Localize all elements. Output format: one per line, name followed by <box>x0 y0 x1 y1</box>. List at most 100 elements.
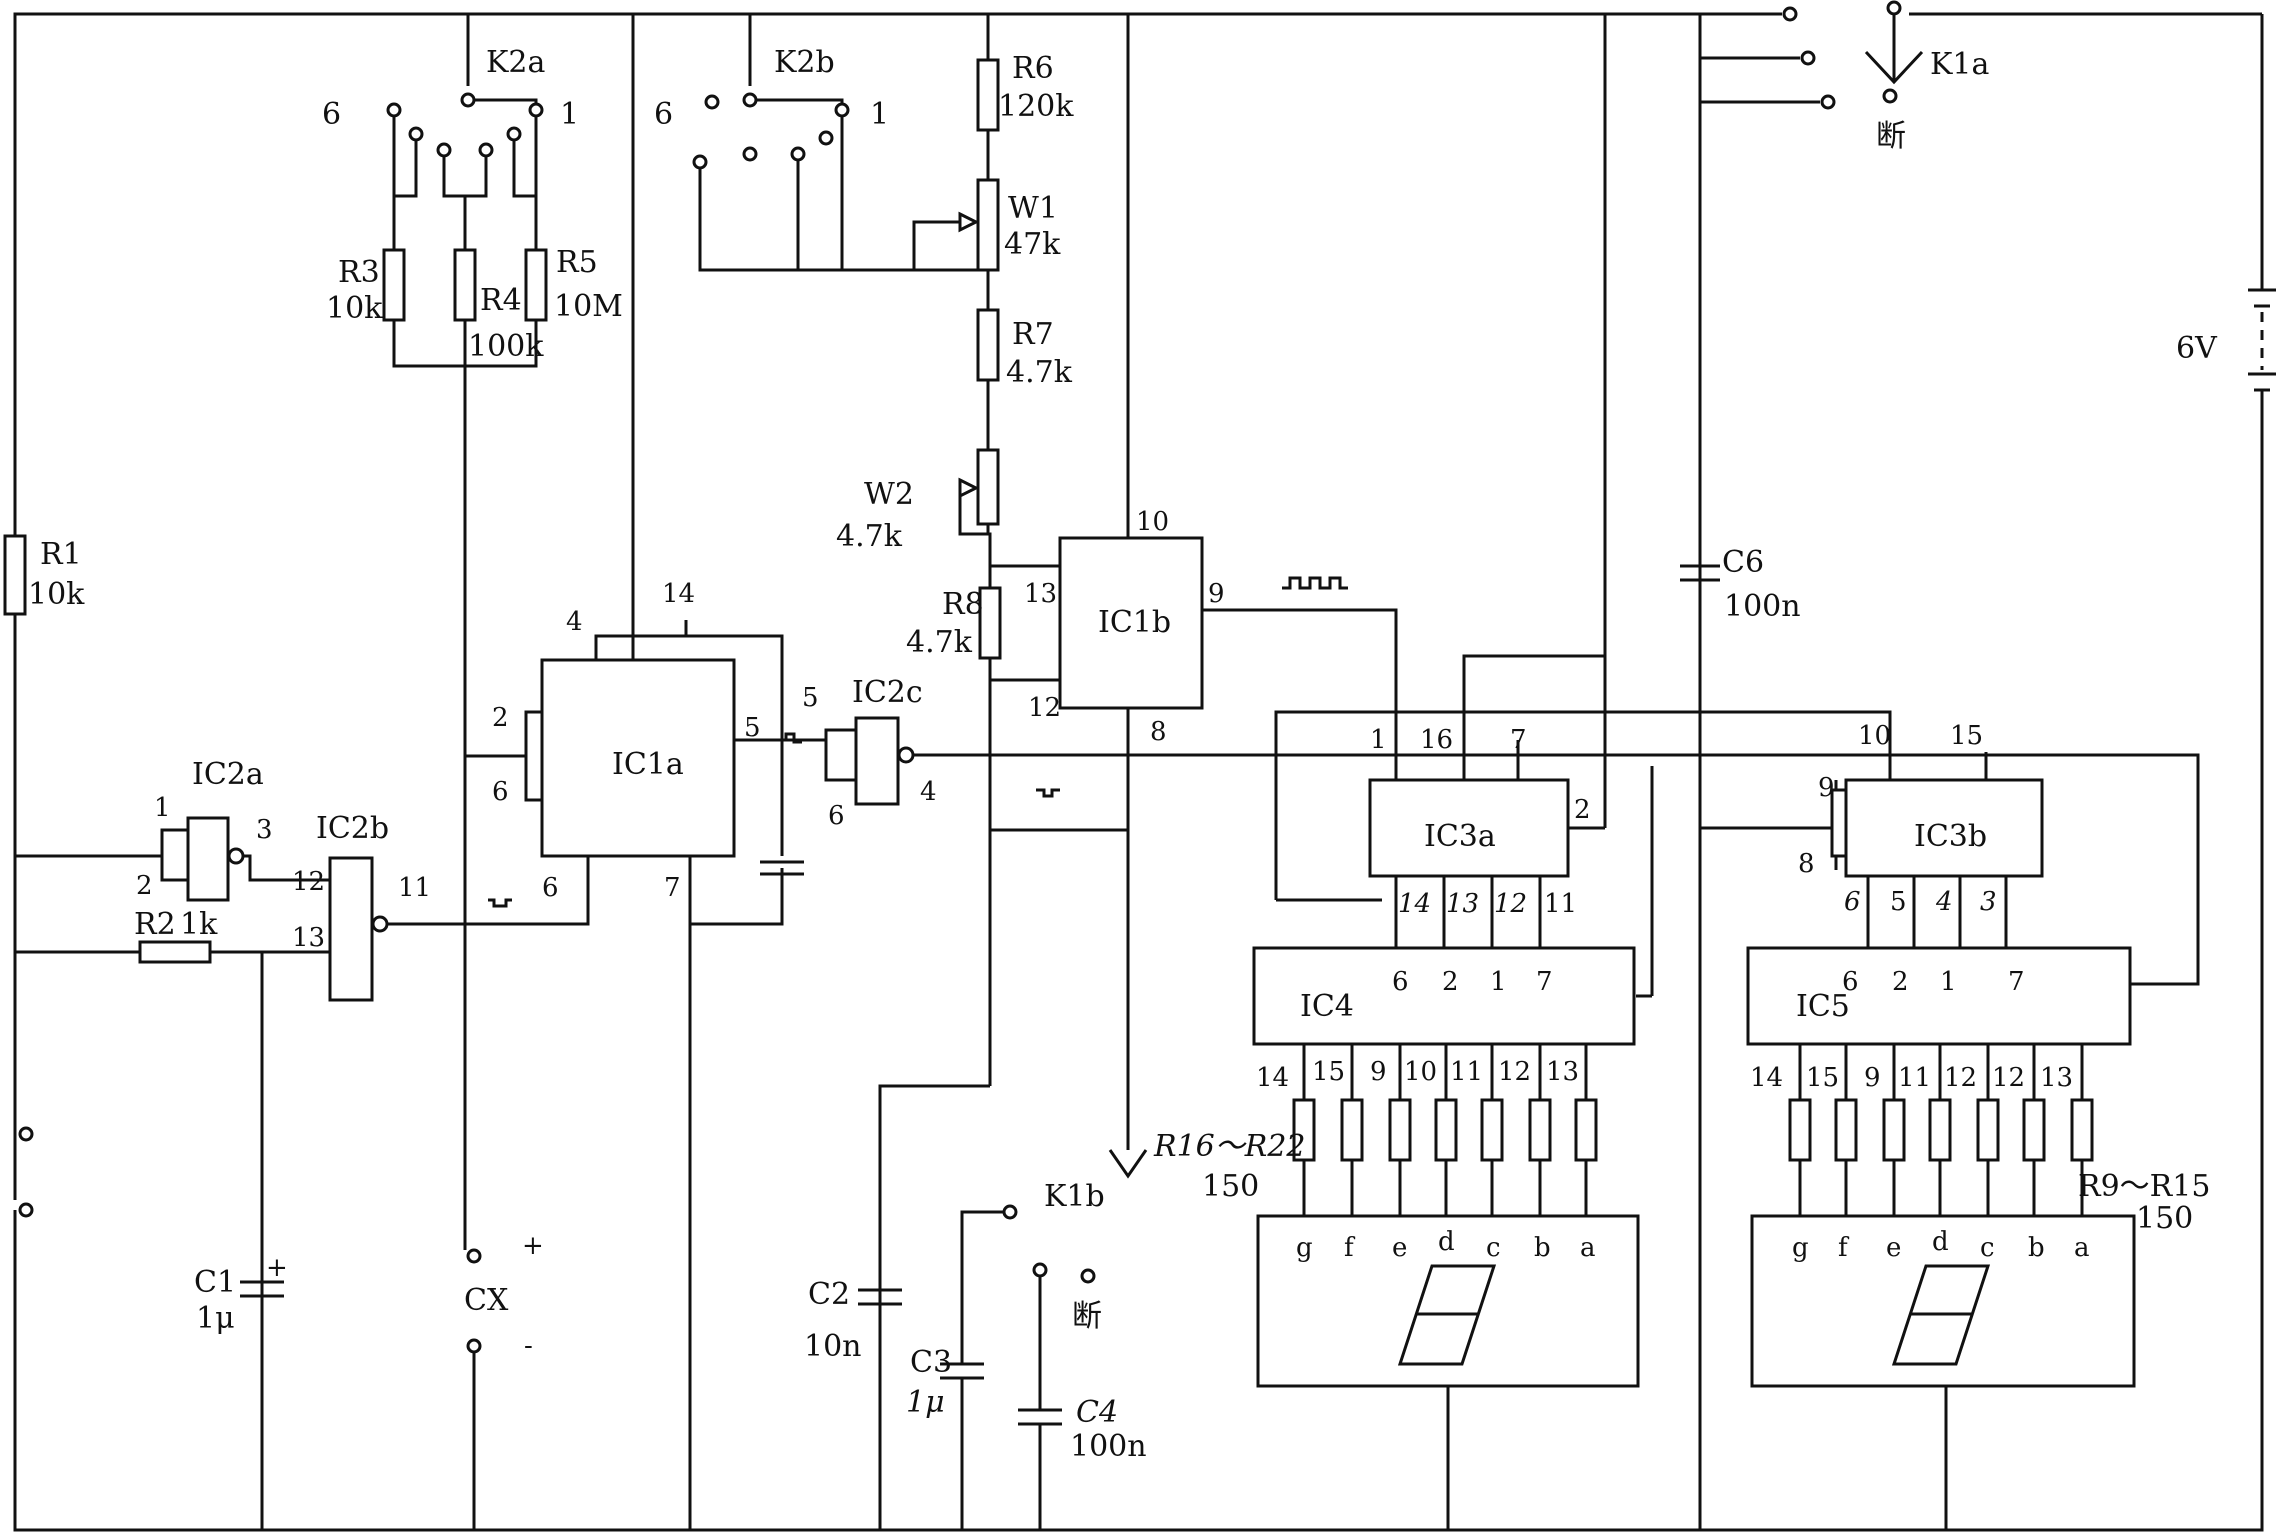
seg-right-a: a <box>2074 1233 2090 1263</box>
ic5-out11: 11 <box>1898 1063 1931 1093</box>
ic5-in7: 7 <box>2008 967 2025 997</box>
top-wires <box>466 12 1782 1530</box>
r18-resistor <box>1388 1098 1412 1162</box>
potentiometer-w2[interactable]: W2 4.7k <box>836 448 1000 554</box>
ic5-out15: 15 <box>1806 1063 1839 1093</box>
r15-resistor <box>2070 1098 2094 1162</box>
seg-right-f: f <box>1838 1233 1850 1263</box>
ic3a-bottom-wires <box>1394 876 1542 948</box>
ic3a-pin2: 2 <box>1574 795 1591 825</box>
ic2b-label: IC2b <box>316 811 389 846</box>
ic3b-pin3: 3 <box>1980 887 1997 917</box>
ic2c-pin6: 6 <box>828 801 845 831</box>
r5-ref: R5 <box>556 245 598 280</box>
seg-right-b: b <box>2028 1233 2045 1263</box>
k2b-pos1: 1 <box>870 97 889 132</box>
ic1a-pin7: 7 <box>664 873 681 903</box>
cx-plus: + <box>522 1231 544 1261</box>
ic2a-pin3: 3 <box>256 815 273 845</box>
ic2b-nand: IC2b 12 13 11 <box>292 811 431 1002</box>
r11-resistor <box>1882 1098 1906 1162</box>
ic1a-pin6-left: 6 <box>492 777 509 807</box>
frame-wires <box>13 12 2264 1532</box>
k1b-label: K1b <box>1044 1179 1105 1214</box>
battery-6v: 6V <box>2176 288 2276 392</box>
w2-value: 4.7k <box>836 519 903 554</box>
r19-resistor <box>1434 1098 1458 1162</box>
w2-ref: W2 <box>864 477 914 512</box>
resistor-r5: R5 10M <box>524 245 623 324</box>
ic4-out10: 10 <box>1404 1057 1437 1087</box>
switch-k1b[interactable]: K1b <box>960 1179 1105 1410</box>
ic4-out9: 9 <box>1370 1057 1387 1087</box>
r8-value: 4.7k <box>906 625 973 660</box>
seg-right-d: d <box>1932 1227 1949 1257</box>
resistor-r8: R8 4.7k <box>906 586 1002 660</box>
seg-left-a: a <box>1580 1233 1596 1263</box>
ic3a-pin13: 13 <box>1446 889 1479 919</box>
c6-ref: C6 <box>1722 545 1764 580</box>
k2a-wires <box>392 116 538 1250</box>
switch-k2a[interactable]: K2a 6 1 <box>322 45 579 158</box>
ic1b-pin13: 13 <box>1024 579 1057 609</box>
ic3a-pin11: 11 <box>1544 889 1577 919</box>
ic1b-pin9: 9 <box>1208 579 1225 609</box>
ic2-wires <box>15 854 330 1530</box>
c6-value: 100n <box>1724 589 1801 624</box>
capacitor-c1: C1 1μ + <box>194 1253 288 1336</box>
ic5-out12a: 12 <box>1944 1063 1977 1093</box>
r14-resistor <box>2022 1098 2046 1162</box>
capacitor-c6: C6 100n <box>1680 545 1801 624</box>
r6-ref: R6 <box>1012 51 1054 86</box>
ic1b-pin8: 8 <box>1150 717 1167 747</box>
start-switch[interactable] <box>13 1126 34 1218</box>
r8-ref: R8 <box>942 587 984 622</box>
seg-left-f: f <box>1344 1233 1356 1263</box>
capacitor-c4: C4 100n <box>1018 1395 1147 1530</box>
c2-ref: C2 <box>808 1277 850 1312</box>
r16-r22-value: 150 <box>1202 1169 1259 1204</box>
seven-segment-display-units: g f e d c b a <box>1750 1214 2136 1530</box>
ic5-in1: 1 <box>1940 967 1957 997</box>
switch-k2b[interactable]: K2b 6 1 <box>654 45 889 170</box>
c2-value: 10n <box>804 1329 862 1364</box>
ic4-label: IC4 <box>1300 989 1354 1024</box>
ic3b: IC3b 10 15 9 8 6 5 4 3 <box>1798 721 2044 917</box>
k2a-pos1: 1 <box>560 97 579 132</box>
ic1a: IC1a 4 14 2 6 5 6 7 <box>492 579 761 903</box>
r13-resistor <box>1976 1098 2000 1162</box>
w1-ref: W1 <box>1008 191 1058 226</box>
c1-plus: + <box>266 1253 288 1283</box>
ic1a-pin4: 4 <box>566 607 583 637</box>
seg-right-c: c <box>1980 1233 1995 1263</box>
k1b-off-label: 断 <box>1072 1299 1102 1334</box>
ic4-in6: 6 <box>1392 967 1409 997</box>
ic5-out14: 14 <box>1750 1063 1783 1093</box>
capacitor-cx-terminals[interactable]: CX + - <box>464 1231 544 1530</box>
potentiometer-w1[interactable]: W1 47k <box>958 178 1061 272</box>
ic4-out14: 14 <box>1256 1063 1289 1093</box>
ic1a-pin14: 14 <box>662 579 695 609</box>
seg-left-e: e <box>1392 1233 1407 1263</box>
r9-r15-ref: R9～R15 <box>2078 1169 2210 1204</box>
seg-left-g: g <box>1296 1233 1313 1263</box>
c1-ref: C1 <box>194 1265 236 1300</box>
ic5-outputs: 14 15 9 11 12 12 13 R9～R15 150 <box>1750 1044 2210 1236</box>
r7-ref: R7 <box>1012 317 1054 352</box>
ic2b-pin11: 11 <box>398 873 431 903</box>
ic2a-pin2: 2 <box>136 871 153 901</box>
ladder-wires <box>878 58 1128 1530</box>
ic3b-bottom-wires <box>1866 876 2008 948</box>
ic2b-pin13: 13 <box>292 923 325 953</box>
ic5-out13: 13 <box>2040 1063 2073 1093</box>
switch-k1a[interactable]: K1a 断 <box>1700 0 1989 154</box>
ic2c-nand: IC2c 5 6 4 <box>802 675 937 831</box>
r1-ref: R1 <box>40 537 82 572</box>
resistor-r1: R1 10k <box>3 534 85 616</box>
ic1a-pin5: 5 <box>744 713 761 743</box>
r17-resistor <box>1340 1098 1364 1162</box>
r2-value: 1k <box>180 907 218 942</box>
ic3a-label: IC3a <box>1424 819 1496 854</box>
resistor-r4: R4 100k <box>453 248 544 364</box>
c4-value: 100n <box>1070 1429 1147 1464</box>
